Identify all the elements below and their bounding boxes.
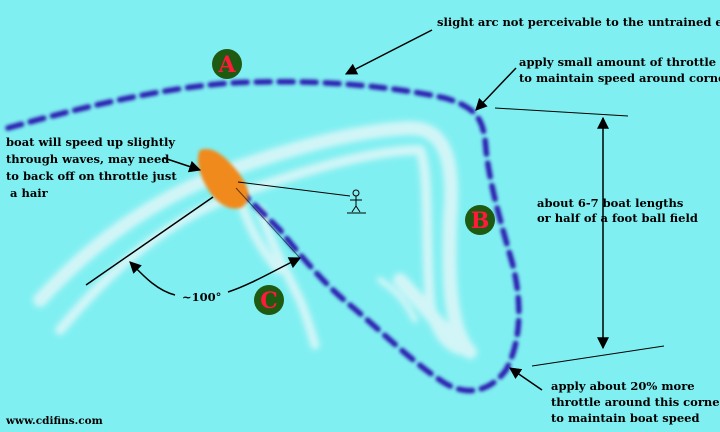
distance-top-line: [494, 107, 629, 117]
marker-a-label: A: [217, 52, 236, 78]
note-throttle-more-line-2: throttle around this corner: [551, 395, 720, 409]
skier-icon: [347, 189, 366, 214]
marker-b: B: [465, 205, 495, 235]
note-waves-line-2: through waves, may need: [6, 152, 169, 166]
throttle-more-arrow: [509, 367, 543, 391]
marker-b-label: B: [471, 208, 490, 234]
note-distance-line-2: or half of a foot ball field: [537, 211, 698, 225]
note-throttle-small: apply small amount of throttle to mainta…: [519, 55, 720, 85]
wake-ripple: [377, 277, 418, 323]
wake-inner: [55, 145, 465, 355]
wake-trails: [33, 121, 477, 359]
angle-line-left: [85, 196, 214, 286]
wake-left-branch: [255, 205, 320, 350]
note-throttle-more: apply about 20% more throttle around thi…: [551, 379, 720, 425]
waves-arrow: [163, 157, 202, 173]
note-waves-line-1: boat will speed up slightly: [6, 135, 175, 149]
note-waves: boat will speed up slightly through wave…: [6, 135, 181, 200]
throttle-small-arrow: [475, 67, 517, 111]
site-url: www.cdifins.com: [5, 415, 103, 427]
note-throttle-more-line-3: to maintain boat speed: [551, 411, 700, 425]
boat-icon: [197, 149, 249, 209]
note-distance-line-1: about 6-7 boat lengths: [537, 196, 683, 210]
marker-c: C: [254, 285, 284, 315]
note-waves-line-4: a hair: [6, 186, 49, 200]
tow-rope: [237, 181, 351, 197]
boat-path: [5, 78, 522, 394]
distance-bottom-line: [531, 345, 665, 367]
note-waves-line-3: to back off on throttle just: [6, 169, 177, 183]
marker-a: A: [212, 49, 242, 79]
note-distance: about 6-7 boat lengths or half of a foot…: [537, 196, 698, 225]
marker-c-label: C: [260, 288, 278, 314]
angle-arc: [130, 258, 300, 296]
note-angle: ~100°: [182, 290, 221, 304]
note-throttle-more-line-1: apply about 20% more: [551, 379, 695, 393]
wake-outer: [33, 121, 477, 359]
note-arc: slight arc not perceivable to the untrai…: [437, 15, 720, 29]
note-throttle-small-line-2: to maintain speed around corner: [519, 71, 720, 85]
note-throttle-small-line-1: apply small amount of throttle: [519, 55, 716, 69]
arc-callout-arrow: [344, 29, 433, 75]
